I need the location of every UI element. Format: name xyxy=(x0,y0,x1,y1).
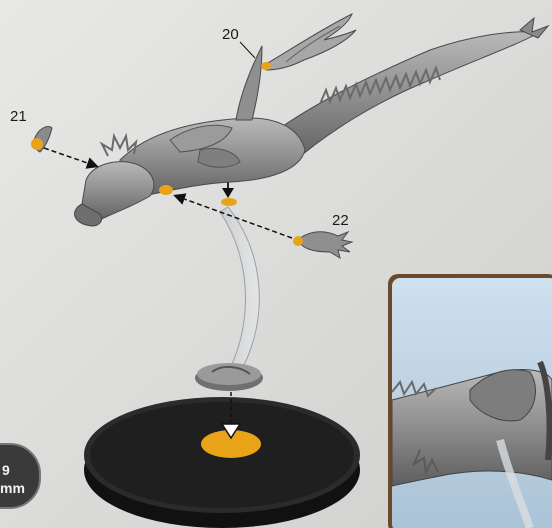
callout-22: 22 xyxy=(332,212,349,229)
callout-20: 20 xyxy=(222,26,239,43)
body-glue-point xyxy=(159,185,173,195)
inset-detail-panel xyxy=(388,274,552,528)
stem-glue-point xyxy=(221,198,237,206)
scale-badge-line2: mm xyxy=(0,480,25,496)
scale-badge-line1: 9 xyxy=(2,462,10,478)
display-base xyxy=(84,397,360,528)
callout-21: 21 xyxy=(10,108,27,125)
